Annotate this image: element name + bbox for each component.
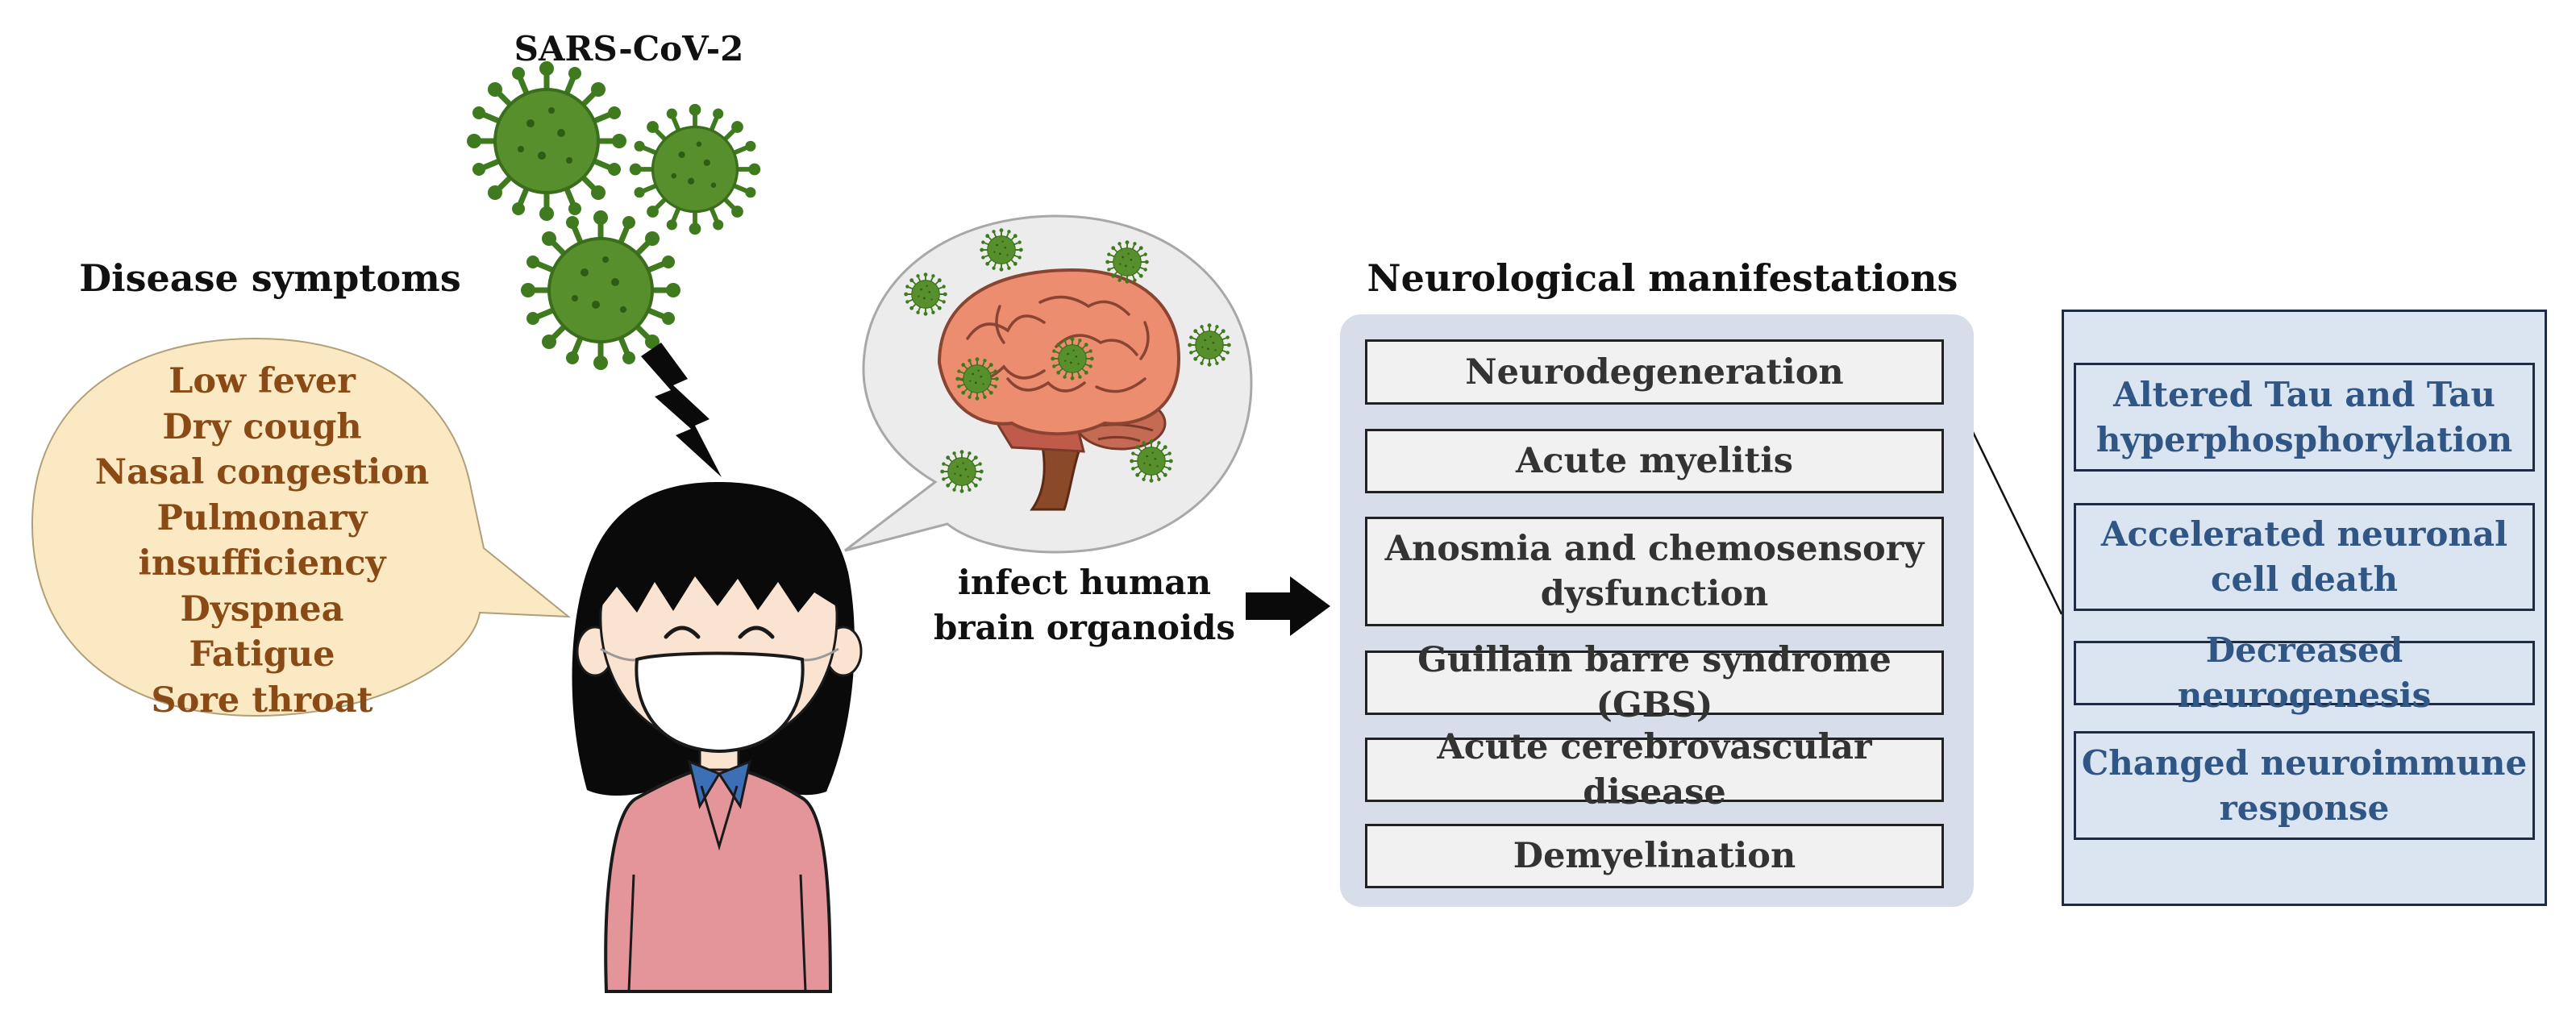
virus-icon bbox=[903, 272, 948, 317]
infection-label: infect human brain organoids bbox=[927, 560, 1242, 650]
symptoms-heading: Disease symptoms bbox=[79, 256, 461, 300]
infection-label-line: brain organoids bbox=[933, 608, 1236, 647]
neuro-item-label: Acute myelitis bbox=[1516, 441, 1793, 481]
virus-icon bbox=[939, 449, 984, 494]
virus-icon bbox=[1129, 438, 1174, 484]
virus-icon bbox=[467, 61, 626, 221]
virus-icon bbox=[955, 356, 1000, 401]
detail-item-label: response bbox=[2219, 788, 2390, 828]
detail-item-label: Altered Tau and Tau bbox=[2113, 374, 2495, 414]
symptom-item: Low fever bbox=[169, 361, 356, 401]
infection-label-line: infect human bbox=[957, 563, 1212, 602]
symptom-item: Nasal congestion bbox=[94, 452, 430, 493]
symptom-item: Pulmonary insufficiency bbox=[138, 497, 386, 584]
detail-item-label: hyperphosphorylation bbox=[2095, 419, 2513, 459]
symptoms-speech-bubble bbox=[31, 337, 571, 717]
neuro-item-acute-myelitis: Acute myelitis bbox=[1365, 429, 1944, 493]
neuro-item-label: Demyelination bbox=[1513, 836, 1796, 876]
neuro-item-gbs: Guillain barre syndrome (GBS) bbox=[1365, 640, 1944, 725]
virus-icon bbox=[1050, 336, 1095, 381]
neuro-item-label: Acute cerebrovascular disease bbox=[1437, 727, 1872, 813]
symptoms-list: Low fever Dry cough Nasal congestion Pul… bbox=[32, 359, 492, 723]
neuro-item-anosmia: Anosmia and chemosensory dysfunction bbox=[1365, 517, 1944, 626]
symptom-item: Sore throat bbox=[151, 680, 373, 721]
virus-icon bbox=[1187, 322, 1232, 368]
symptom-item: Dyspnea bbox=[180, 588, 344, 630]
neuro-heading: Neurological manifestations bbox=[1367, 256, 1958, 300]
detail-item-label: Accelerated neuronal bbox=[2100, 514, 2508, 554]
person-icon bbox=[572, 482, 863, 993]
neuro-item-demyelination: Demyelination bbox=[1365, 824, 1944, 888]
detail-item-neuroimmune: Changed neuroimmune response bbox=[2074, 731, 2535, 840]
detail-item-neurogenesis: Decreased neurogenesis bbox=[2074, 630, 2535, 715]
neuro-item-label: Anosmia and chemosensory bbox=[1384, 529, 1925, 569]
neuro-item-label: Neurodegeneration bbox=[1465, 351, 1844, 393]
lightning-icon bbox=[641, 343, 722, 477]
detail-item-tau: Altered Tau and Tau hyperphosphorylation bbox=[2074, 363, 2535, 472]
virus-label: SARS-CoV-2 bbox=[514, 29, 744, 69]
arrow-right-icon bbox=[1246, 576, 1330, 636]
detail-item-label: cell death bbox=[2210, 559, 2399, 599]
neuro-item-cerebrovascular: Acute cerebrovascular disease bbox=[1365, 727, 1944, 813]
detail-item-label: Changed neuroimmune bbox=[2081, 742, 2528, 783]
virus-icon bbox=[630, 104, 760, 235]
virus-icon bbox=[1105, 239, 1150, 285]
virus-icon bbox=[979, 227, 1024, 272]
symptom-item: Fatigue bbox=[189, 634, 335, 675]
symptom-item: Dry cough bbox=[162, 406, 362, 447]
detail-item-cell-death: Accelerated neuronal cell death bbox=[2074, 503, 2535, 611]
brain-icon bbox=[937, 268, 1181, 511]
neuro-item-label: Guillain barre syndrome (GBS) bbox=[1417, 640, 1891, 725]
neuro-item-label: dysfunction bbox=[1540, 574, 1769, 614]
neuro-item-neurodegeneration: Neurodegeneration bbox=[1365, 339, 1944, 405]
detail-item-label: Decreased neurogenesis bbox=[2177, 630, 2432, 715]
